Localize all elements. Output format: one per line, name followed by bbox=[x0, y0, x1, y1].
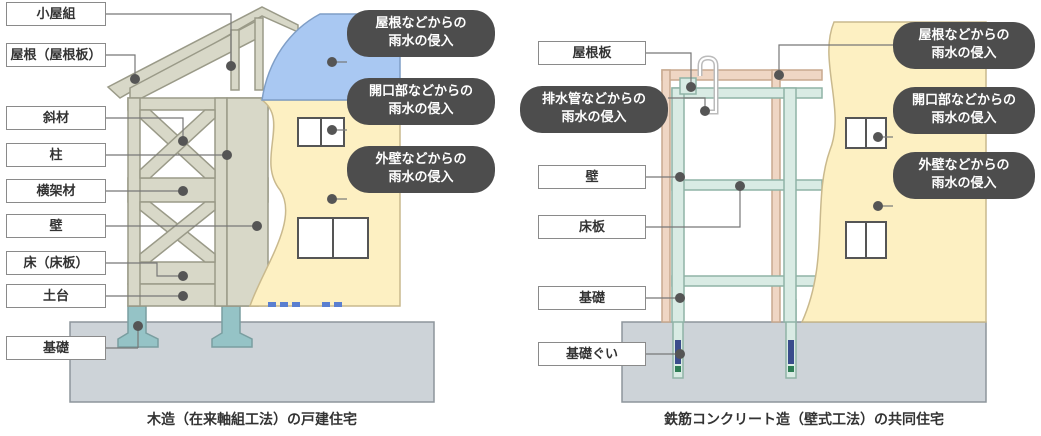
caption-rc: 鉄筋コンクリート造（壁式工法）の共同住宅 bbox=[664, 412, 944, 428]
callout-wood-opening: 開口部などからの雨水の侵入 bbox=[347, 78, 495, 125]
wood-brace-2 bbox=[139, 109, 216, 179]
wood-wall-panel bbox=[226, 97, 269, 307]
wood-attic-post-2 bbox=[254, 17, 264, 91]
wood-house-figure bbox=[69, 6, 435, 403]
callout-wood-wall: 外壁などからの雨水の侵入 bbox=[347, 146, 495, 193]
wood-attic-post bbox=[230, 29, 240, 91]
caption-wood: 木造（在来軸組工法）の戸建住宅 bbox=[147, 412, 357, 428]
label-hashira: 柱 bbox=[6, 143, 106, 167]
label-kabe: 壁 bbox=[6, 214, 106, 238]
label-rc-kiso: 基礎 bbox=[538, 286, 646, 310]
label-kiso: 基礎 bbox=[6, 336, 106, 360]
callout-rc-wall: 外壁などからの雨水の侵入 bbox=[893, 152, 1035, 199]
label-yuka: 床（床板） bbox=[6, 251, 106, 275]
label-okakazai: 横架材 bbox=[6, 179, 106, 203]
label-kisogui: 基礎ぐい bbox=[538, 342, 646, 366]
label-rc-kabe: 壁 bbox=[538, 165, 646, 189]
callout-wood-roof: 屋根などからの雨水の侵入 bbox=[347, 10, 495, 57]
wood-roof-truss bbox=[129, 16, 263, 106]
rc-wall-left bbox=[671, 87, 685, 323]
wood-brace-4 bbox=[139, 201, 216, 263]
label-koyagumi: 小屋組 bbox=[6, 2, 106, 26]
wood-post-mid bbox=[214, 97, 228, 307]
label-yukaita: 床板 bbox=[538, 215, 646, 239]
rc-slab-mid bbox=[671, 179, 823, 191]
label-shazai: 斜材 bbox=[6, 106, 106, 130]
rc-building-figure bbox=[621, 21, 987, 403]
callout-rc-roof: 屋根などからの雨水の侵入 bbox=[893, 22, 1035, 69]
wood-ground bbox=[69, 321, 435, 403]
rc-slab-low bbox=[671, 275, 823, 287]
rc-wall-right bbox=[783, 87, 797, 323]
callout-rc-drain: 排水管などからの雨水の侵入 bbox=[520, 86, 668, 133]
label-yane: 屋根（屋根板） bbox=[6, 43, 106, 67]
label-yaneita: 屋根板 bbox=[538, 41, 646, 65]
label-dodai: 土台 bbox=[6, 284, 106, 308]
wood-foundation-right bbox=[211, 305, 253, 348]
callout-rc-opening: 開口部などからの雨水の侵入 bbox=[893, 87, 1035, 134]
wood-post-left bbox=[127, 97, 141, 307]
